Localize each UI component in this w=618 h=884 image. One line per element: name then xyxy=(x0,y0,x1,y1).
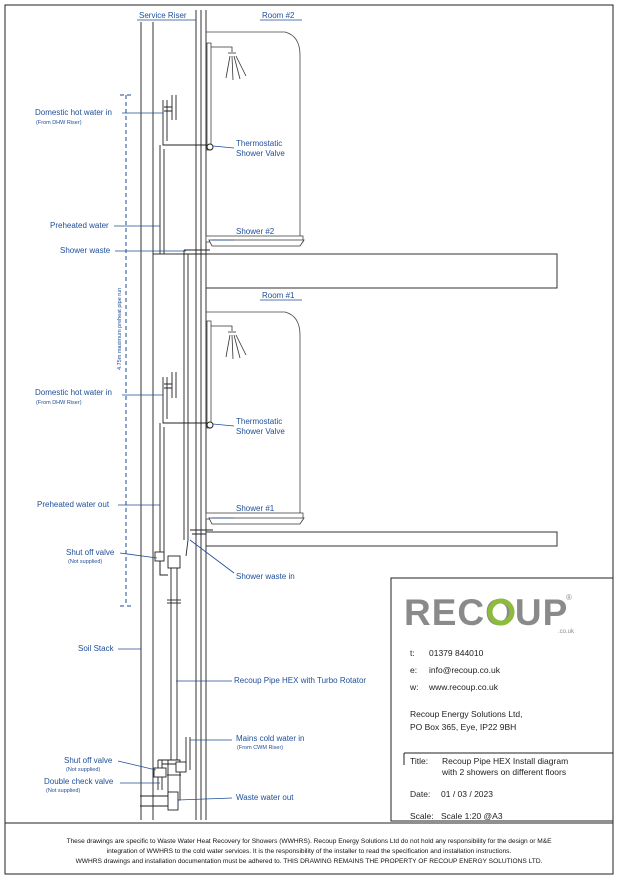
dhw-pipework xyxy=(159,95,207,560)
svg-text:.co.uk: .co.uk xyxy=(558,629,575,635)
mains-cold-label: Mains cold water in xyxy=(236,734,304,743)
shutoff-2-label: Shut off valve xyxy=(64,756,113,765)
shutoff-1-sub: (Not supplied) xyxy=(68,559,102,565)
floor-slabs xyxy=(153,253,558,547)
thermostatic-valve-icon xyxy=(206,143,214,429)
scale-key: Scale: xyxy=(410,811,434,821)
max-run-dimension xyxy=(120,94,132,607)
footer-notes: These drawings are specific to Waste Wat… xyxy=(5,822,613,865)
hex-label: Recoup Pipe HEX with Turbo Rotator xyxy=(234,676,366,685)
double-check-sub: (Not supplied) xyxy=(46,788,80,794)
tsv-2-label-line1: Thermostatic xyxy=(236,139,282,148)
footer-line2: integration of WWHRS to the cold water s… xyxy=(107,848,512,855)
shower-2-label: Shower #2 xyxy=(236,227,275,236)
footer-line1: These drawings are specific to Waste Wat… xyxy=(66,838,552,845)
waste-pipework xyxy=(183,249,213,557)
room2-label: Room #2 xyxy=(262,11,295,20)
soil-stack-label: Soil Stack xyxy=(78,644,115,653)
cold-feed-pipework xyxy=(140,737,191,811)
scale-value: Scale 1:20 @A3 xyxy=(441,811,503,821)
shower-enclosure-room2 xyxy=(205,31,304,243)
service-riser-label: Service Riser xyxy=(139,11,187,20)
shower-waste-label: Shower waste xyxy=(60,246,111,255)
svg-text:®: ® xyxy=(566,593,572,602)
date-value: 01 / 03 / 2023 xyxy=(441,789,493,799)
preheated-water-out-label: Preheated water out xyxy=(37,500,110,509)
tel-key: t: xyxy=(410,648,415,658)
room1-label: Room #1 xyxy=(262,291,295,300)
dhw-in-2-sub: (From DHW Riser) xyxy=(36,120,82,126)
preheated-water-label: Preheated water xyxy=(50,221,109,230)
tsv-1-label-line1: Thermostatic xyxy=(236,417,282,426)
leader-lines xyxy=(114,19,302,801)
shower-tray-icon xyxy=(208,239,305,525)
tel-value[interactable]: 01379 844010 xyxy=(429,648,484,658)
date-key: Date: xyxy=(410,789,430,799)
waste-out-label: Waste water out xyxy=(236,793,294,802)
title-key: Title: xyxy=(410,756,428,766)
shutoff-2-sub: (Not supplied) xyxy=(66,767,100,773)
sheet-border xyxy=(4,4,614,875)
company-address: PO Box 365, Eye, IP22 9BH xyxy=(410,722,516,732)
recoup-logo: RECOUP .co.uk ® xyxy=(404,592,575,635)
title-line2: with 2 showers on different floors xyxy=(441,767,566,777)
double-check-label: Double check valve xyxy=(44,777,114,786)
tsv-2-label-line2: Shower Valve xyxy=(236,149,285,158)
shower-1-label: Shower #1 xyxy=(236,504,275,513)
title-block xyxy=(390,577,614,822)
mains-cold-sub: (From CWM Riser) xyxy=(237,745,283,751)
title-line1: Recoup Pipe HEX Install diagram xyxy=(442,756,568,766)
svg-text:RECOUP: RECOUP xyxy=(404,592,568,633)
footer-line3: WWHRS drawings and installation document… xyxy=(76,858,543,865)
logo-ring-icon xyxy=(487,598,515,626)
max-run-label: 4.75m maximum preheat pipe run xyxy=(117,288,123,370)
email-value[interactable]: info@recoup.co.uk xyxy=(429,665,501,675)
dhw-in-1-label: Domestic hot water in xyxy=(35,388,112,397)
web-value[interactable]: www.recoup.co.uk xyxy=(428,682,499,692)
tsv-1-label-line2: Shower Valve xyxy=(236,427,285,436)
shower-enclosure-room1 xyxy=(205,311,304,520)
dhw-in-2-label: Domestic hot water in xyxy=(35,108,112,117)
shutoff-1-label: Shut off valve xyxy=(66,548,115,557)
company-name: Recoup Energy Solutions Ltd, xyxy=(410,709,522,719)
web-key: w: xyxy=(409,682,419,692)
dhw-in-1-sub: (From DHW Riser) xyxy=(36,400,82,406)
shower-head-icon xyxy=(211,46,247,81)
shower-head-icon xyxy=(211,325,247,360)
shower-waste-in-label: Shower waste in xyxy=(236,572,295,581)
email-key: e: xyxy=(410,665,417,675)
